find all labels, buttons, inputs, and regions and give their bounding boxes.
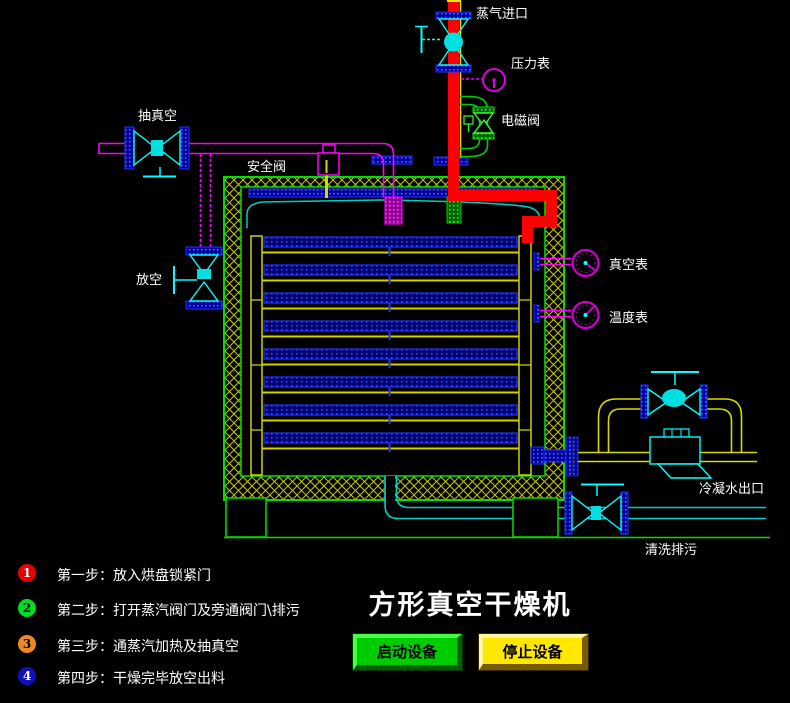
safety-valve bbox=[317, 144, 340, 198]
shelf bbox=[262, 404, 519, 424]
vacuum-lid-port bbox=[384, 196, 403, 225]
flush-drain-valve bbox=[564, 483, 629, 535]
vacuum-gauge-label: 真空表 bbox=[609, 258, 648, 273]
bypass-pipe bbox=[597, 398, 743, 452]
safety-valve-label: 安全阀 bbox=[247, 159, 286, 175]
bypass-globe-valve bbox=[640, 371, 708, 419]
process-diagram: 蒸气进口 压力表 电磁阀 抽真空 安全阀 放空 真空表 温度表 冷凝水出口 清洗… bbox=[98, 0, 770, 558]
vacuum-suction-valve bbox=[124, 126, 190, 178]
step-badge-4: 4 bbox=[18, 667, 36, 685]
start-equipment-button[interactable]: 启动设备 bbox=[352, 633, 463, 671]
step-text-2: 第二步：打开蒸汽阀门及旁通阀门\排污 bbox=[57, 603, 300, 619]
step-badge-2: 2 bbox=[18, 599, 36, 617]
solenoid-valve-loop bbox=[460, 95, 495, 158]
steam-inlet-valve bbox=[415, 11, 472, 73]
step-text-3: 第三步：通蒸汽加热及抽真空 bbox=[57, 639, 239, 655]
shelf bbox=[262, 376, 519, 396]
vent-valve bbox=[173, 246, 223, 310]
step-badge-1: 1 bbox=[18, 564, 36, 582]
step-badge-3: 3 bbox=[18, 635, 36, 653]
shelf bbox=[262, 292, 519, 312]
temperature-gauge-label: 温度表 bbox=[609, 310, 648, 326]
vessel-liner bbox=[246, 199, 541, 228]
vacuum-port-flange bbox=[371, 155, 413, 165]
temperature-gauge bbox=[533, 300, 600, 330]
heated-shelf-stack bbox=[262, 236, 519, 452]
vacuum-line bbox=[98, 142, 395, 248]
pressure-gauge bbox=[461, 68, 506, 92]
shelf bbox=[262, 320, 519, 340]
stop-equipment-button[interactable]: 停止设备 bbox=[478, 633, 589, 671]
shelf bbox=[262, 264, 519, 284]
steam-inlet-label: 蒸气进口 bbox=[476, 6, 528, 22]
drain-pipe bbox=[384, 476, 766, 520]
steam-trap bbox=[649, 428, 713, 479]
vessel-leg-right bbox=[512, 497, 559, 538]
step-text-1: 第一步：放入烘盘锁紧门 bbox=[57, 568, 211, 584]
flush-drain-label: 清洗排污 bbox=[645, 543, 697, 558]
column-divisions bbox=[251, 299, 531, 431]
shelf bbox=[262, 236, 519, 256]
vent-label: 放空 bbox=[136, 273, 162, 288]
right-manifold-column bbox=[518, 235, 532, 476]
vessel-leg-left bbox=[225, 497, 267, 538]
vacuum-suction-label: 抽真空 bbox=[138, 109, 177, 124]
condensate-assembly bbox=[530, 371, 757, 479]
shelf bbox=[262, 348, 519, 368]
dryer-vessel bbox=[223, 176, 565, 501]
solenoid-valve-label: 电磁阀 bbox=[501, 114, 540, 129]
page-title: 方形真空干燥机 bbox=[368, 590, 572, 621]
step-text-4: 第四步：干燥完毕放空出料 bbox=[57, 671, 225, 687]
solenoid-valve bbox=[463, 106, 495, 140]
vacuum-gauge bbox=[533, 248, 600, 278]
left-manifold-column bbox=[250, 235, 263, 476]
pressure-gauge-label: 压力表 bbox=[511, 57, 550, 72]
shelf bbox=[262, 432, 519, 452]
condensate-outlet-label: 冷凝水出口 bbox=[699, 481, 764, 497]
